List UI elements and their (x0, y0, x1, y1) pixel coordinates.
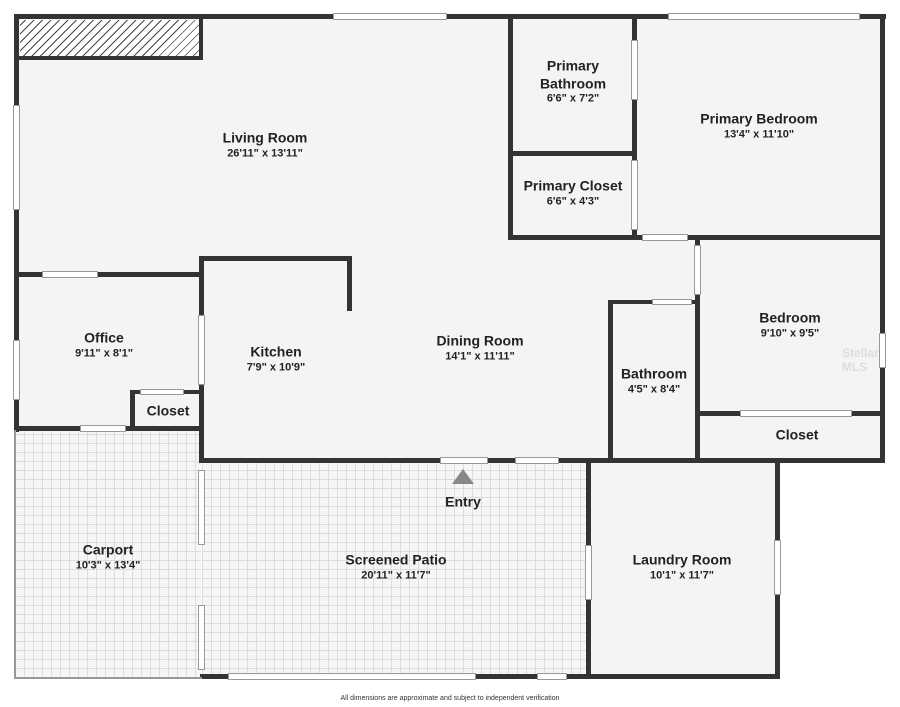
window (515, 457, 559, 464)
door (642, 234, 688, 241)
window (42, 271, 98, 278)
carport-edge (14, 677, 202, 679)
wall (508, 151, 636, 156)
door (652, 299, 692, 305)
hatched-area (20, 20, 200, 57)
laundry-floor (590, 462, 778, 675)
window (774, 540, 781, 595)
screen-opening (198, 470, 205, 545)
bedroom-closet-label: Closet (775, 426, 819, 443)
screen-opening (537, 673, 567, 680)
wall (199, 256, 352, 261)
door (694, 245, 701, 295)
closet-door (740, 410, 852, 417)
door (198, 315, 205, 385)
wall (19, 56, 203, 60)
wall (608, 300, 613, 462)
carport-floor (15, 430, 201, 678)
window (13, 105, 20, 210)
carport-edge (14, 430, 16, 678)
door (631, 160, 638, 230)
wall (130, 390, 135, 430)
entry-arrow-icon (452, 469, 474, 484)
entry-label: Entry (445, 493, 481, 510)
closet-door (140, 389, 184, 395)
screen-opening (228, 673, 476, 680)
door (80, 425, 126, 432)
window (879, 333, 886, 368)
wall (14, 14, 886, 19)
window (333, 13, 447, 20)
disclaimer: All dimensions are approximate and subje… (340, 695, 560, 702)
screen-opening (198, 605, 205, 670)
wall (695, 235, 700, 462)
wall (632, 14, 637, 240)
wall (14, 272, 202, 277)
patio-floor (202, 462, 588, 678)
wall (14, 14, 19, 432)
door (631, 40, 638, 100)
window (13, 340, 20, 400)
office-closet-label: Closet (146, 402, 190, 419)
entry-door (440, 457, 488, 464)
door (585, 545, 592, 600)
wall (200, 674, 780, 679)
wall (508, 14, 513, 240)
window (668, 13, 860, 20)
wall (347, 256, 352, 311)
wall (199, 19, 203, 59)
watermark: Stellar MLS (842, 346, 879, 374)
